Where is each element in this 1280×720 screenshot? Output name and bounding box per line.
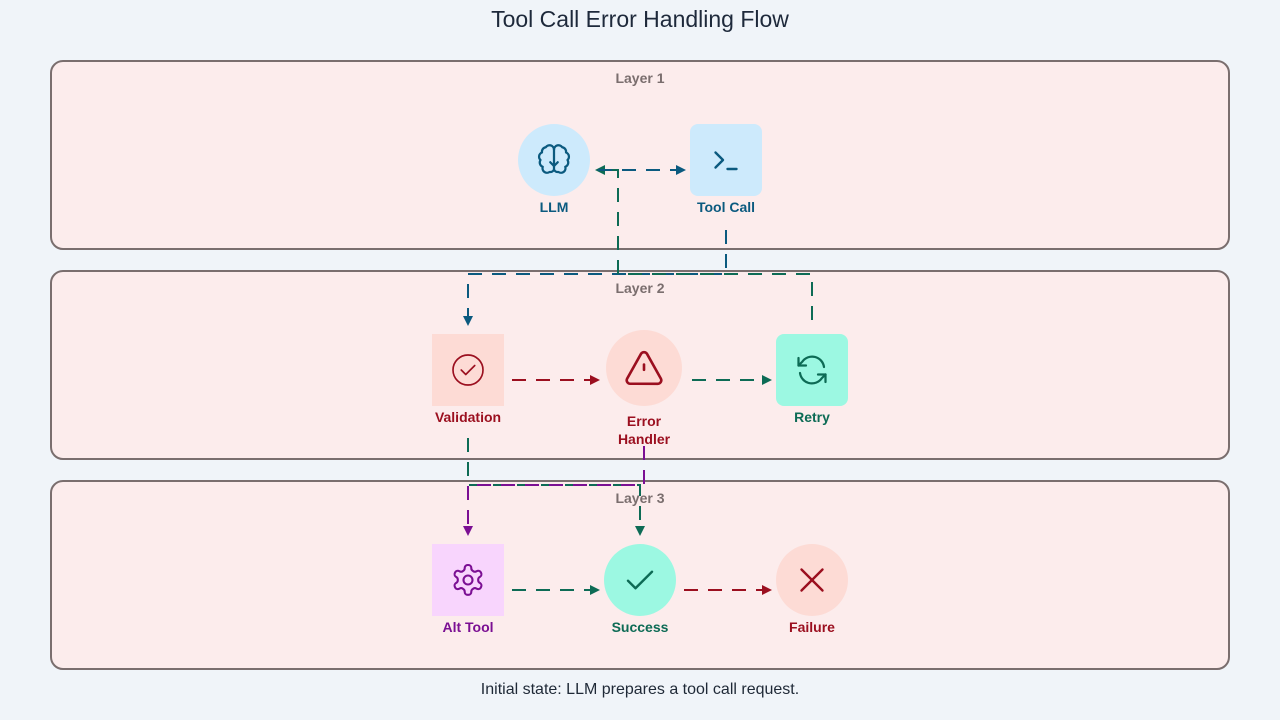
layer-1: Layer 1 <box>50 60 1230 250</box>
node-success[interactable] <box>604 544 676 616</box>
x-icon <box>800 568 824 592</box>
diagram-title: Tool Call Error Handling Flow <box>491 6 789 32</box>
gear-icon <box>453 563 483 596</box>
node-error-handler-label-line1: Error <box>626 413 662 429</box>
node-success-label: Success <box>611 619 669 635</box>
node-failure[interactable] <box>776 544 848 616</box>
node-validation[interactable] <box>432 334 504 406</box>
node-retry-label: Retry <box>794 409 830 425</box>
node-tool-call-label: Tool Call <box>696 199 756 215</box>
warning-triangle-icon <box>625 350 663 386</box>
node-error-handler[interactable] <box>606 330 682 406</box>
node-llm-label: LLM <box>539 199 569 215</box>
refresh-icon <box>797 355 827 385</box>
check-circle-icon <box>452 354 484 386</box>
node-tool-call[interactable] <box>690 124 762 196</box>
layer-3-label: Layer 3 <box>615 490 665 506</box>
layer-1-label: Layer 1 <box>615 70 665 86</box>
layer-2-label: Layer 2 <box>615 280 665 296</box>
checkmark-icon <box>626 570 654 590</box>
brain-icon <box>537 144 571 174</box>
node-validation-label: Validation <box>434 409 502 425</box>
node-llm[interactable] <box>518 124 590 196</box>
terminal-icon <box>714 151 738 171</box>
node-alt-tool-label: Alt Tool <box>442 619 494 635</box>
node-retry[interactable] <box>776 334 848 406</box>
node-failure-label: Failure <box>789 619 835 635</box>
node-error-handler-label: Error Handler <box>584 412 704 448</box>
node-error-handler-label-line2: Handler <box>617 431 671 447</box>
node-alt-tool[interactable] <box>432 544 504 616</box>
status-caption: Initial state: LLM prepares a tool call … <box>480 681 800 698</box>
